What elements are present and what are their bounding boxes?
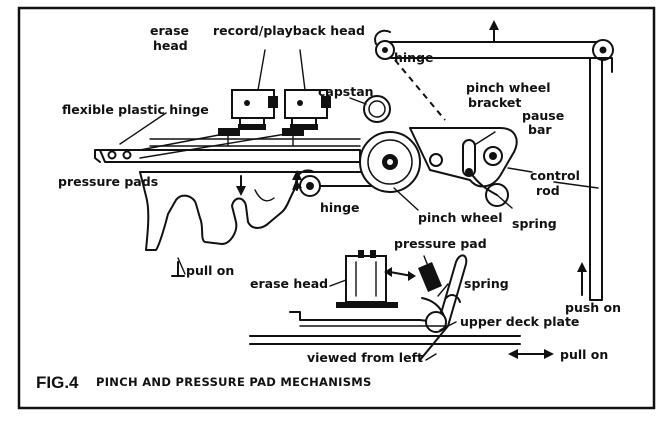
pull-on-arrow-left: [171, 261, 185, 277]
side-view-lever-and-spring: [289, 254, 468, 361]
label-pressure-pads: pressure pads: [58, 174, 158, 189]
label-erase-head-side: erase head: [250, 276, 328, 291]
label-pull-on-right: pull on: [560, 347, 608, 362]
label-pinch-wheel-bracket-line2: bracket: [468, 95, 521, 110]
label-spring-side: spring: [464, 276, 509, 291]
label-hinge-bottom: hinge: [320, 200, 360, 215]
label-flexible-plastic-hinge: flexible plastic hinge: [62, 102, 209, 117]
label-pinch-wheel: pinch wheel: [418, 210, 502, 225]
pull-on-arrow-right: [508, 349, 554, 359]
leader-lines-top: [119, 49, 599, 275]
label-erase-head-line1: erase: [150, 23, 189, 38]
spring-top: [469, 171, 513, 209]
label-record-playback-head: record/playback head: [213, 23, 365, 38]
label-viewed-from-left: viewed from left: [307, 350, 423, 365]
upper-deck-plate-side: [249, 325, 521, 345]
side-view-pressure-pad: [384, 262, 442, 292]
lower-comb-lever: [139, 171, 391, 251]
label-pressure-pad: pressure pad: [394, 236, 487, 251]
figure-number: FIG.4: [36, 373, 79, 392]
label-capstan: capstan: [318, 84, 374, 99]
leader-lines-bottom: [329, 255, 457, 361]
pinch-wheel-bracket: [409, 127, 518, 188]
capstan: [363, 95, 391, 123]
figure-title: PINCH AND PRESSURE PAD MECHANISMS: [96, 375, 372, 389]
label-control-rod-line1: control: [530, 168, 580, 183]
label-control-rod-line2: rod: [536, 183, 560, 198]
figure-frame: [17, 6, 656, 410]
side-view-erase-head: [336, 250, 398, 308]
pinch-wheel: [359, 131, 421, 193]
label-pinch-wheel-bracket-line1: pinch wheel: [466, 80, 550, 95]
erase-head-block: [231, 89, 278, 130]
label-pull-on-left: pull on: [186, 263, 234, 278]
label-upper-deck-plate: upper deck plate: [460, 314, 579, 329]
label-hinge-top: hinge: [394, 50, 434, 65]
label-push-on: push on: [565, 300, 621, 315]
label-erase-head-line2: head: [153, 38, 188, 53]
label-pause-bar-line1: pause: [522, 108, 564, 123]
label-spring-top: spring: [512, 216, 557, 231]
label-pause-bar-line2: bar: [528, 122, 552, 137]
pressure-pads: [218, 128, 304, 147]
pad-motion-arrows: [236, 170, 302, 196]
control-rod: [577, 57, 613, 301]
